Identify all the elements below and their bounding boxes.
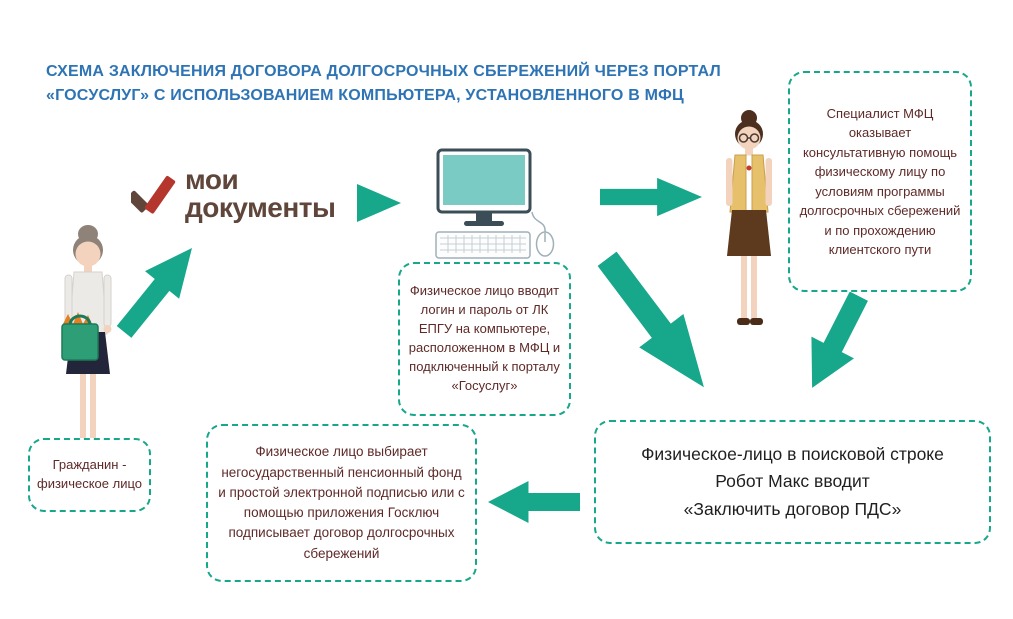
moi-dokumenty-logo: мои документы: [131, 166, 361, 226]
specialist-step-text: Специалист МФЦ оказывает консультативную…: [799, 105, 961, 258]
page-title: СХЕМА ЗАКЛЮЧЕНИЯ ДОГОВОРА ДОЛГОСРОЧНЫХ С…: [46, 63, 721, 104]
logo-check-icon: [131, 176, 176, 214]
mouse-icon: [531, 211, 555, 257]
arrow-search-to-sign-icon: [488, 481, 580, 523]
arrow-computer-to-specialist-icon: [600, 177, 702, 217]
logo-text: мои документы: [185, 164, 336, 223]
shopping-bag-icon: [61, 312, 99, 361]
citizen-label-box: Гражданин - физическое лицо: [28, 438, 151, 512]
logo-word-2: документы: [185, 192, 336, 223]
computer-illustration: [435, 148, 555, 259]
search-step-line: Физическое-лицо в поисковой строке: [641, 444, 944, 465]
specialist-illustration: [726, 110, 772, 325]
search-step-box: Физическое-лицо в поисковой строке Робот…: [594, 420, 991, 544]
arrow-specialist-to-search-icon: [811, 291, 868, 388]
citizen-label: Гражданин - физическое лицо: [37, 457, 142, 491]
keyboard-icon: [435, 231, 531, 259]
arrow-computer-to-search-icon: [597, 251, 704, 388]
monitor-icon: [436, 148, 532, 226]
arrow-logo-to-computer-icon: [357, 184, 401, 222]
login-step-box: Физическое лицо вводит логин и пароль от…: [398, 262, 571, 416]
specialist-step-box: Специалист МФЦ оказывает консультативную…: [788, 71, 972, 292]
glasses-icon: [738, 133, 760, 143]
logo-word-1: мои: [185, 164, 239, 195]
sign-step-box: Физическое лицо выбирает негосударственн…: [206, 424, 477, 582]
login-step-text: Физическое лицо вводит логин и пароль от…: [408, 283, 561, 393]
search-step-line: Робот Макс вводит: [715, 471, 870, 492]
arrow-citizen-to-logo-icon: [116, 248, 192, 338]
search-step-line: «Заключить договор ПДС»: [683, 498, 902, 519]
sign-step-text: Физическое лицо выбирает негосударственн…: [218, 444, 465, 561]
